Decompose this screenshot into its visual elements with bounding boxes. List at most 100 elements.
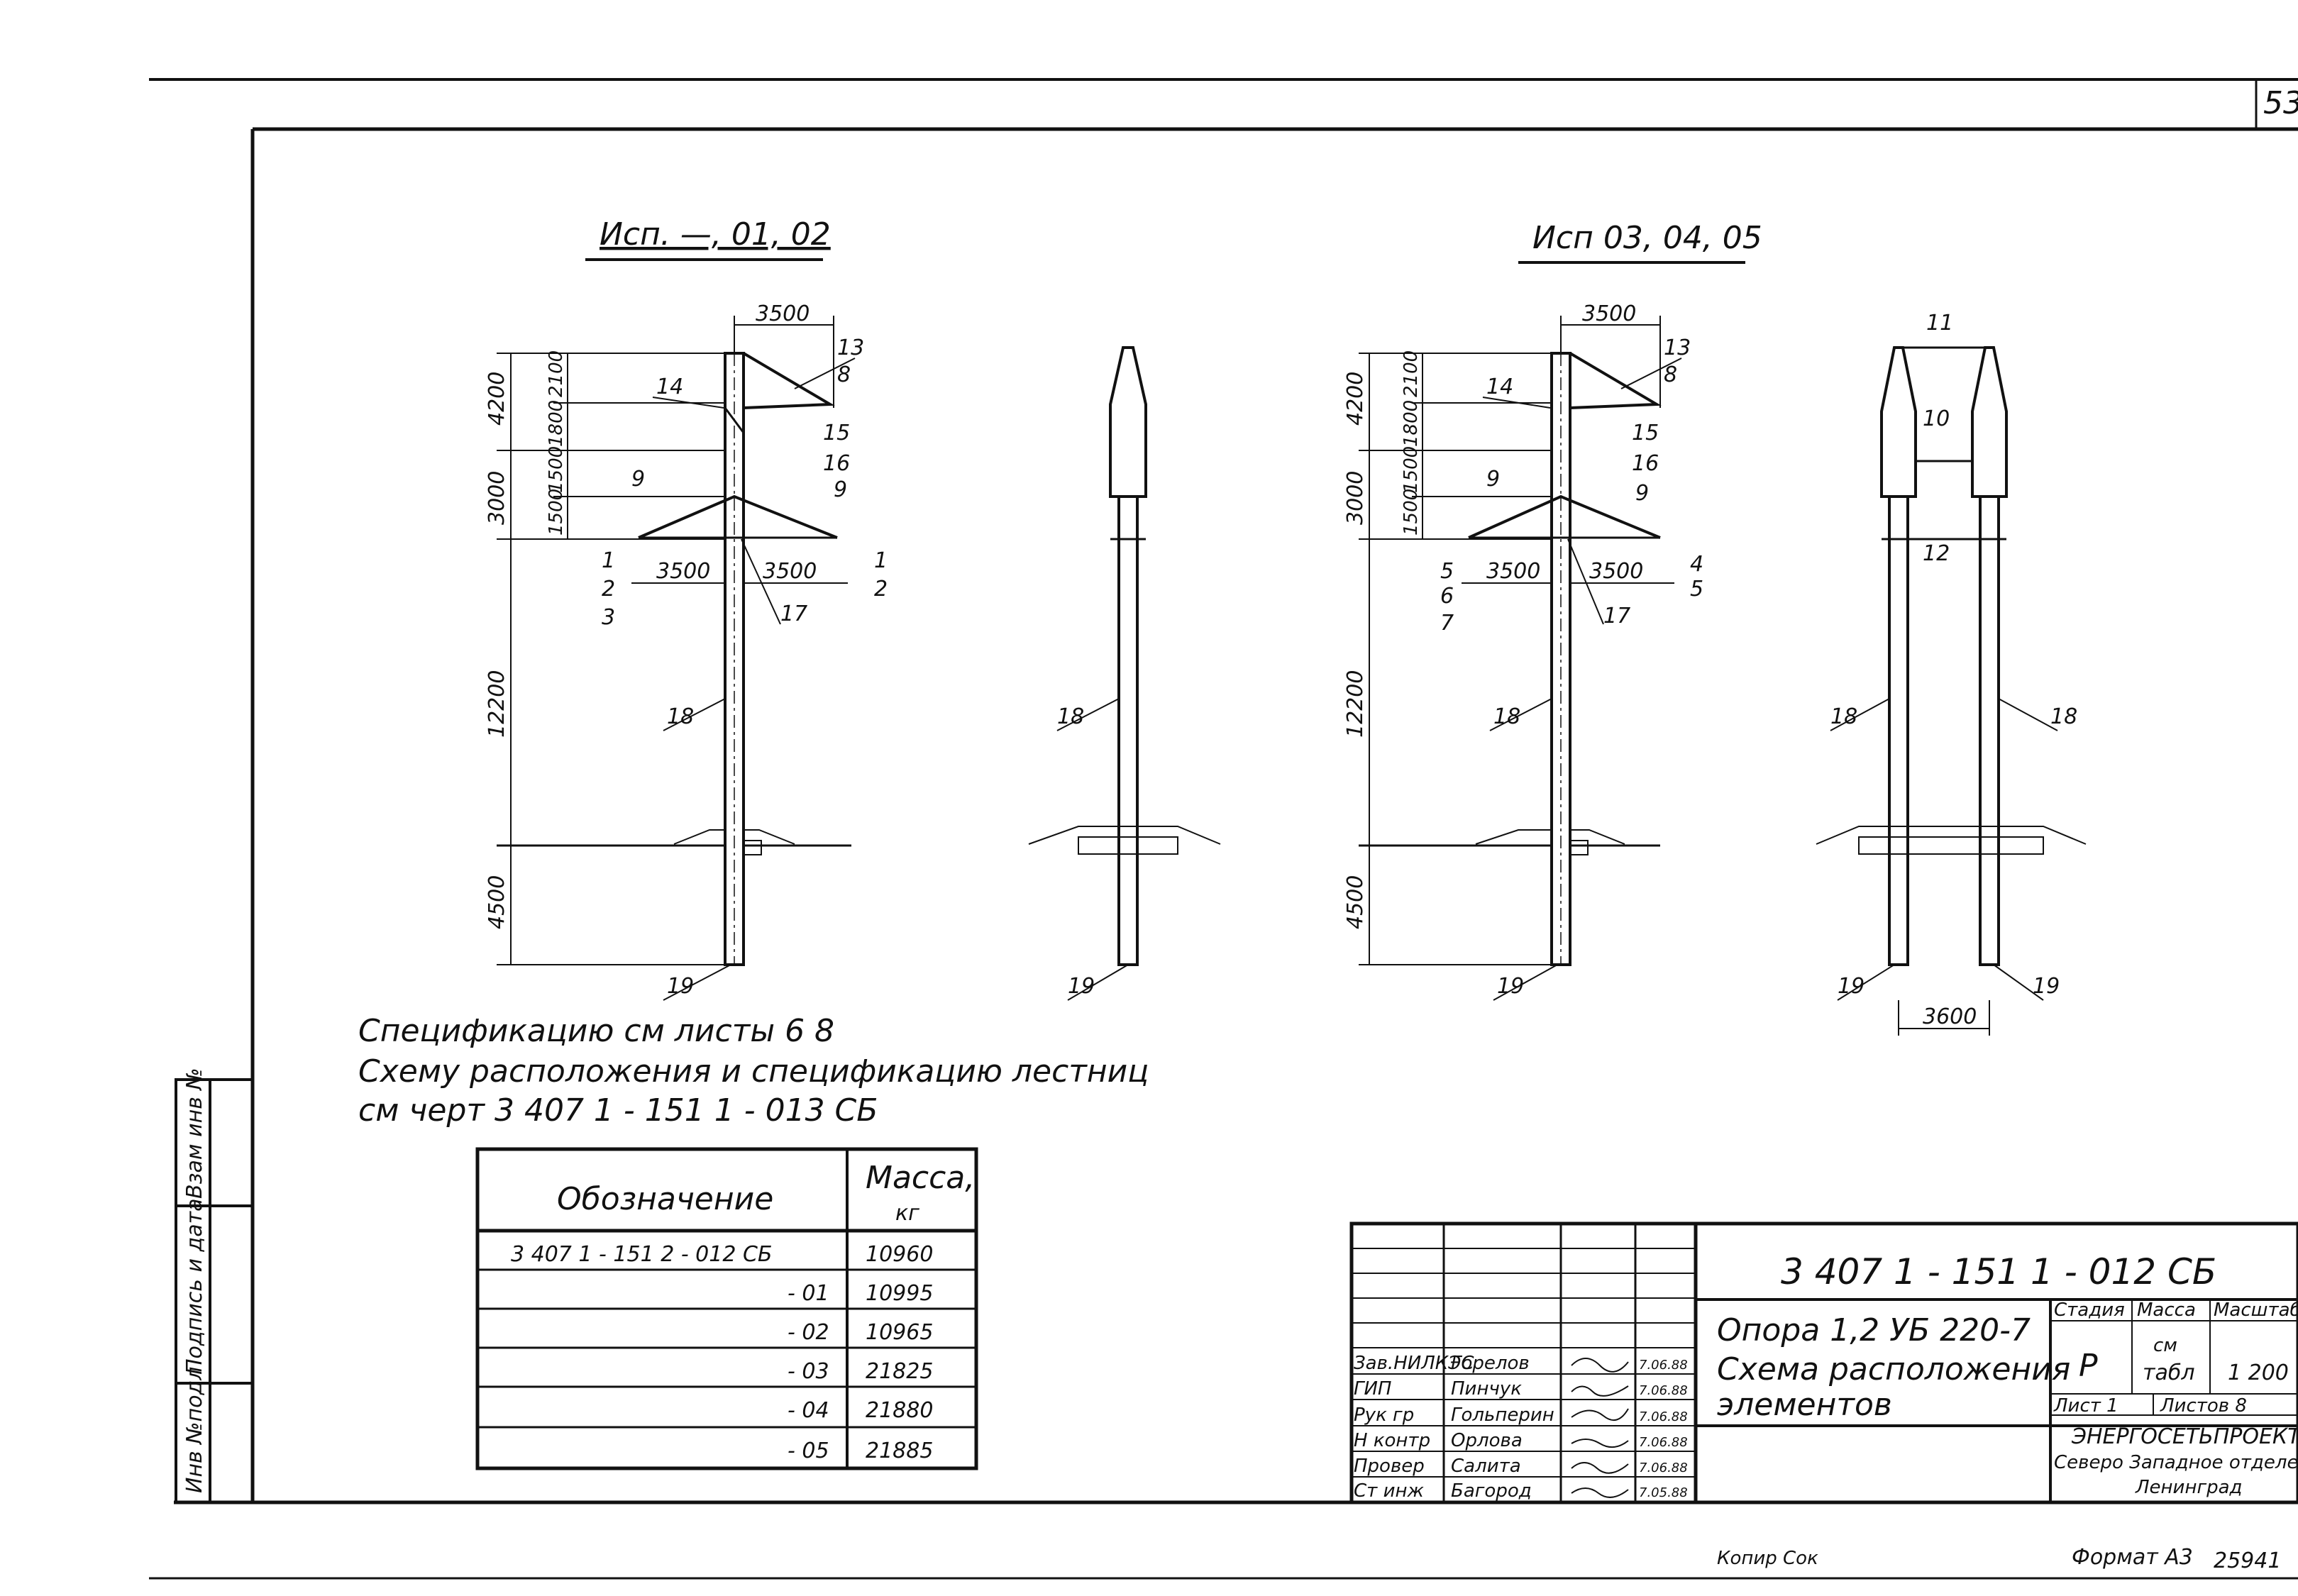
v2-dim-top: 3500	[1582, 301, 1636, 326]
variant-1-side-view	[1028, 346, 1221, 966]
margin-label-replace: Взам инв №	[182, 1068, 207, 1199]
sheet-number: 53	[2263, 85, 2298, 121]
sig-name-1: Горелов	[1451, 1353, 1530, 1374]
v2-callout-left-5: 5	[1440, 559, 1454, 584]
sig-date-3: 7.06.88	[1639, 1409, 1688, 1424]
table-row-3-designation: - 02	[788, 1320, 829, 1345]
table-row-6-mass: 21885	[866, 1439, 933, 1463]
v2-dim-1500b: 1500	[1401, 489, 1422, 536]
mass-table	[475, 1147, 978, 1470]
v2-side-callout-19b: 19	[2033, 974, 2060, 999]
variant-2-front-view	[1359, 316, 1674, 966]
v2-side-callout-18a: 18	[1830, 704, 1857, 729]
table-row-4-mass: 21825	[866, 1359, 933, 1384]
v2-callout-left-7: 7	[1440, 611, 1454, 636]
table-row-4-designation: - 03	[788, 1359, 829, 1384]
v2-callout-13: 13	[1664, 336, 1691, 360]
title-org-line-1: ЭНЕРГОСЕТЬПРОЕКТ	[2071, 1424, 2298, 1449]
v2-dim-12200: 12200	[1343, 670, 1368, 738]
title-scale-value: 1 200	[2228, 1361, 2289, 1385]
sig-name-4: Орлова	[1451, 1430, 1523, 1451]
title-mass-value-2: табл	[2143, 1361, 2195, 1385]
v1-callout-right-2: 2	[874, 577, 888, 602]
v1-dim-arm-right: 3500	[763, 559, 817, 584]
sig-date-1: 7.06.88	[1639, 1358, 1688, 1373]
v2-callout-9a: 9	[1486, 467, 1500, 492]
v1-dim-1500a: 1500	[546, 446, 567, 493]
v1-dim-4200: 4200	[485, 372, 509, 426]
sig-role-6: Ст инж	[1354, 1480, 1424, 1502]
title-name-line-2: Схема расположения	[1717, 1351, 2070, 1387]
note-line-1: Спецификацию см листы 6 8	[358, 1013, 834, 1049]
v1-callout-left-3: 3	[602, 605, 615, 630]
title-sheets-label: Листов 8	[2160, 1395, 2247, 1417]
v1-callout-14: 14	[656, 375, 683, 399]
note-line-3: см черт 3 407 1 - 151 1 - 013 СБ	[358, 1092, 878, 1129]
v2-callout-16: 16	[1632, 451, 1659, 476]
v1-dim-top: 3500	[756, 301, 810, 326]
sig-name-2: Пинчук	[1451, 1378, 1522, 1400]
sig-role-4: Н контр	[1354, 1430, 1430, 1451]
sig-date-6: 7.05.88	[1639, 1485, 1688, 1500]
table-row-5-mass: 21880	[866, 1398, 933, 1423]
title-document-code: 3 407 1 - 151 1 - 012 СБ	[1781, 1251, 2216, 1292]
table-header-mass: Масса,	[866, 1160, 975, 1196]
sig-role-1: Зав.НИЛКЭС	[1354, 1353, 1474, 1374]
sig-date-4: 7.06.88	[1639, 1435, 1688, 1450]
v2-dim-4200: 4200	[1343, 372, 1368, 426]
variant-1-title: Исп. —, 01, 02	[600, 216, 831, 253]
title-stage-label: Стадия	[2054, 1299, 2125, 1321]
v2-callout-left-6: 6	[1440, 584, 1454, 609]
v1-dim-arm-left: 3500	[656, 559, 710, 584]
v2-callout-17: 17	[1603, 604, 1630, 628]
table-header-designation: Обозначение	[557, 1181, 773, 1217]
footer-inventory: 25941	[2214, 1548, 2281, 1573]
sig-name-5: Салита	[1451, 1456, 1521, 1477]
v1-callout-13: 13	[837, 336, 864, 360]
v1-dim-12200: 12200	[485, 670, 509, 738]
v2-dim-arm-left: 3500	[1486, 559, 1540, 584]
v2-side-callout-18b: 18	[2050, 704, 2077, 729]
table-row-1-mass: 10960	[866, 1242, 933, 1267]
v1-callout-16: 16	[823, 451, 850, 476]
v1-callout-left-2: 2	[602, 577, 615, 602]
variant-2-title: Исп 03, 04, 05	[1532, 220, 1762, 256]
v2-callout-right-4: 4	[1690, 552, 1703, 577]
sig-role-3: Рук гр	[1354, 1404, 1414, 1426]
sig-date-5: 7.06.88	[1639, 1461, 1688, 1475]
margin-label-inv: Инв №подл	[182, 1367, 207, 1493]
table-row-5-designation: - 04	[788, 1398, 829, 1423]
v1-dim-1500b: 1500	[546, 489, 567, 536]
v2-callout-9b: 9	[1635, 481, 1649, 506]
v1-callout-15: 15	[823, 421, 850, 445]
note-line-2: Схему расположения и спецификацию лестни…	[358, 1053, 1149, 1090]
title-mass-label: Масса	[2137, 1299, 2196, 1321]
table-header-unit: кг	[895, 1201, 919, 1226]
title-scale-label: Масштаб	[2214, 1299, 2298, 1321]
v2-dim-arm-right: 3500	[1589, 559, 1643, 584]
title-mass-value-1: см	[2153, 1335, 2177, 1356]
margin-label-signature: Подпись и дата	[182, 1199, 207, 1375]
footer-copied: Копир Сок	[1717, 1548, 1818, 1569]
v1-dim-1800: 1800	[546, 400, 567, 447]
v2-callout-15: 15	[1632, 421, 1659, 445]
v2-dim-2100: 2100	[1401, 350, 1422, 397]
table-row-6-designation: - 05	[788, 1439, 829, 1463]
v1-callout-right-1: 1	[874, 548, 888, 573]
v2-side-spacing: 3600	[1923, 1004, 1977, 1029]
v1-callout-8: 8	[837, 362, 851, 387]
title-sheet-label: Лист 1	[2053, 1395, 2119, 1417]
v1-callout-left-1: 1	[602, 548, 615, 573]
title-name-line-3: элементов	[1717, 1387, 1892, 1423]
v2-side-callout-12: 12	[1923, 541, 1950, 566]
title-name-line-1: Опора 1,2 УБ 220-7	[1717, 1312, 2031, 1348]
v1-dim-3000: 3000	[485, 471, 509, 525]
table-row-3-mass: 10965	[866, 1320, 933, 1345]
v1-callout-9b: 9	[834, 477, 847, 502]
table-row-2-mass: 10995	[866, 1281, 933, 1306]
v1-side-callout-18: 18	[1057, 704, 1084, 729]
table-row-1-designation: 3 407 1 - 151 2 - 012 СБ	[511, 1242, 773, 1267]
variant-2-side-view	[1816, 346, 2087, 1036]
v1-dim-2100: 2100	[546, 350, 567, 397]
